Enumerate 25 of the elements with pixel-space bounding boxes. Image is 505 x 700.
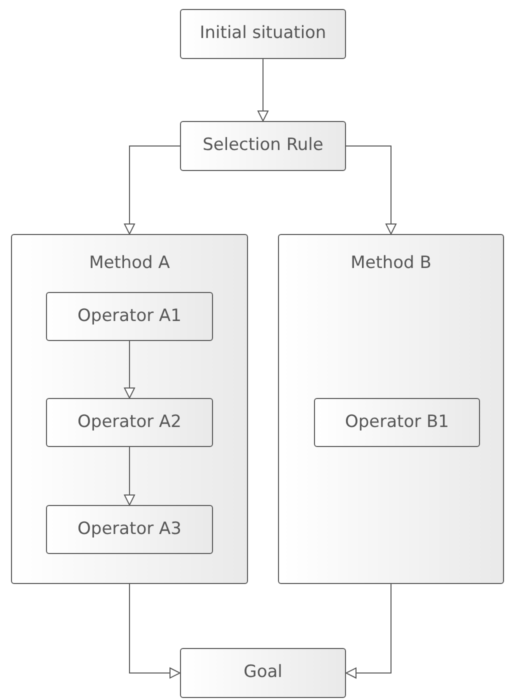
panel-title: Method A [88, 252, 171, 275]
arrow [124, 446, 135, 506]
box-label: Selection Rule [202, 134, 324, 158]
process-box [180, 121, 346, 171]
arrow [124, 146, 180, 234]
box-label: Operator A1 [78, 304, 182, 328]
box-label: Goal [244, 661, 282, 684]
process-box [46, 398, 213, 447]
arrow [124, 340, 135, 398]
process-box [46, 505, 213, 554]
box-label: Operator B1 [345, 410, 449, 434]
arrow [258, 58, 268, 122]
process-box [180, 9, 346, 59]
box-label: Operator A2 [78, 410, 182, 434]
arrow [129, 584, 180, 678]
method-panel [278, 234, 504, 584]
box-label: Operator A3 [78, 518, 182, 541]
panel-title: Method B [350, 252, 432, 275]
method-panel [11, 234, 248, 584]
process-box [46, 292, 213, 341]
box-label: Initial situation [200, 22, 326, 46]
process-box [180, 648, 346, 698]
arrow [346, 146, 396, 234]
arrow [346, 584, 392, 678]
process-box [314, 398, 480, 447]
